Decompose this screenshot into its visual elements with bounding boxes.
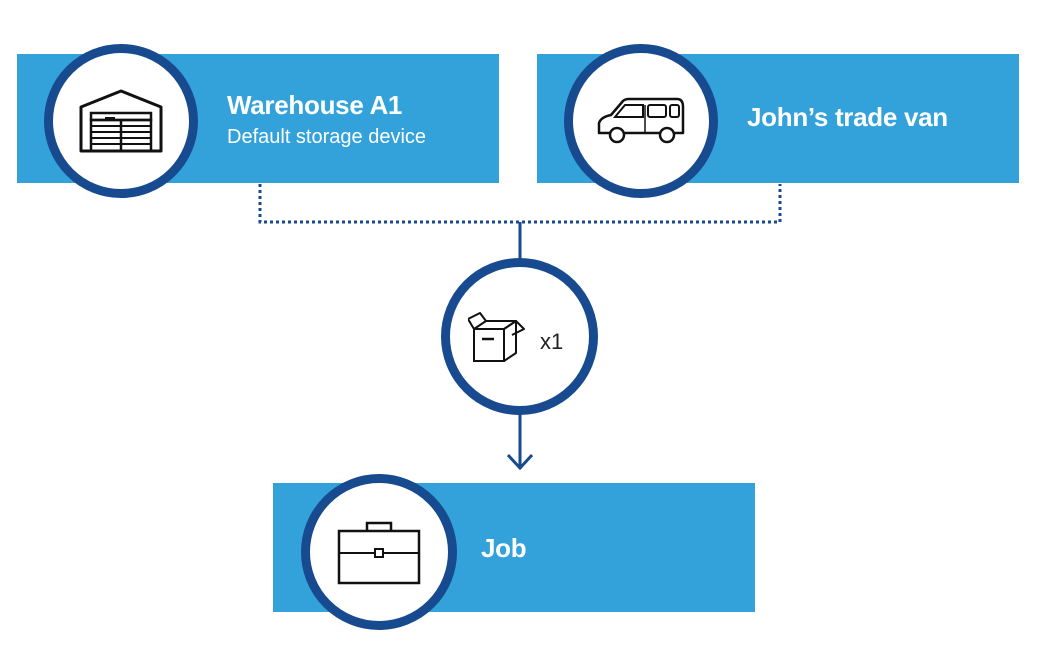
dotted-merge-line bbox=[258, 184, 782, 224]
quantity-label: x1 bbox=[540, 329, 564, 354]
van-icon-circle bbox=[564, 44, 718, 198]
warehouse-icon-circle bbox=[44, 44, 198, 198]
warehouse-subtitle: Default storage device bbox=[227, 126, 427, 148]
transfer-circle: x1 bbox=[441, 258, 598, 415]
warehouse-title: Warehouse A1 bbox=[227, 90, 403, 120]
van-title: John’s trade van bbox=[747, 102, 948, 132]
briefcase-icon bbox=[337, 521, 421, 585]
job-icon-circle bbox=[301, 474, 457, 630]
van-icon bbox=[597, 97, 685, 144]
arrow-head bbox=[506, 453, 534, 471]
warehouse-icon bbox=[79, 89, 163, 153]
job-title: Job bbox=[481, 533, 527, 563]
box-icon bbox=[468, 311, 525, 362]
